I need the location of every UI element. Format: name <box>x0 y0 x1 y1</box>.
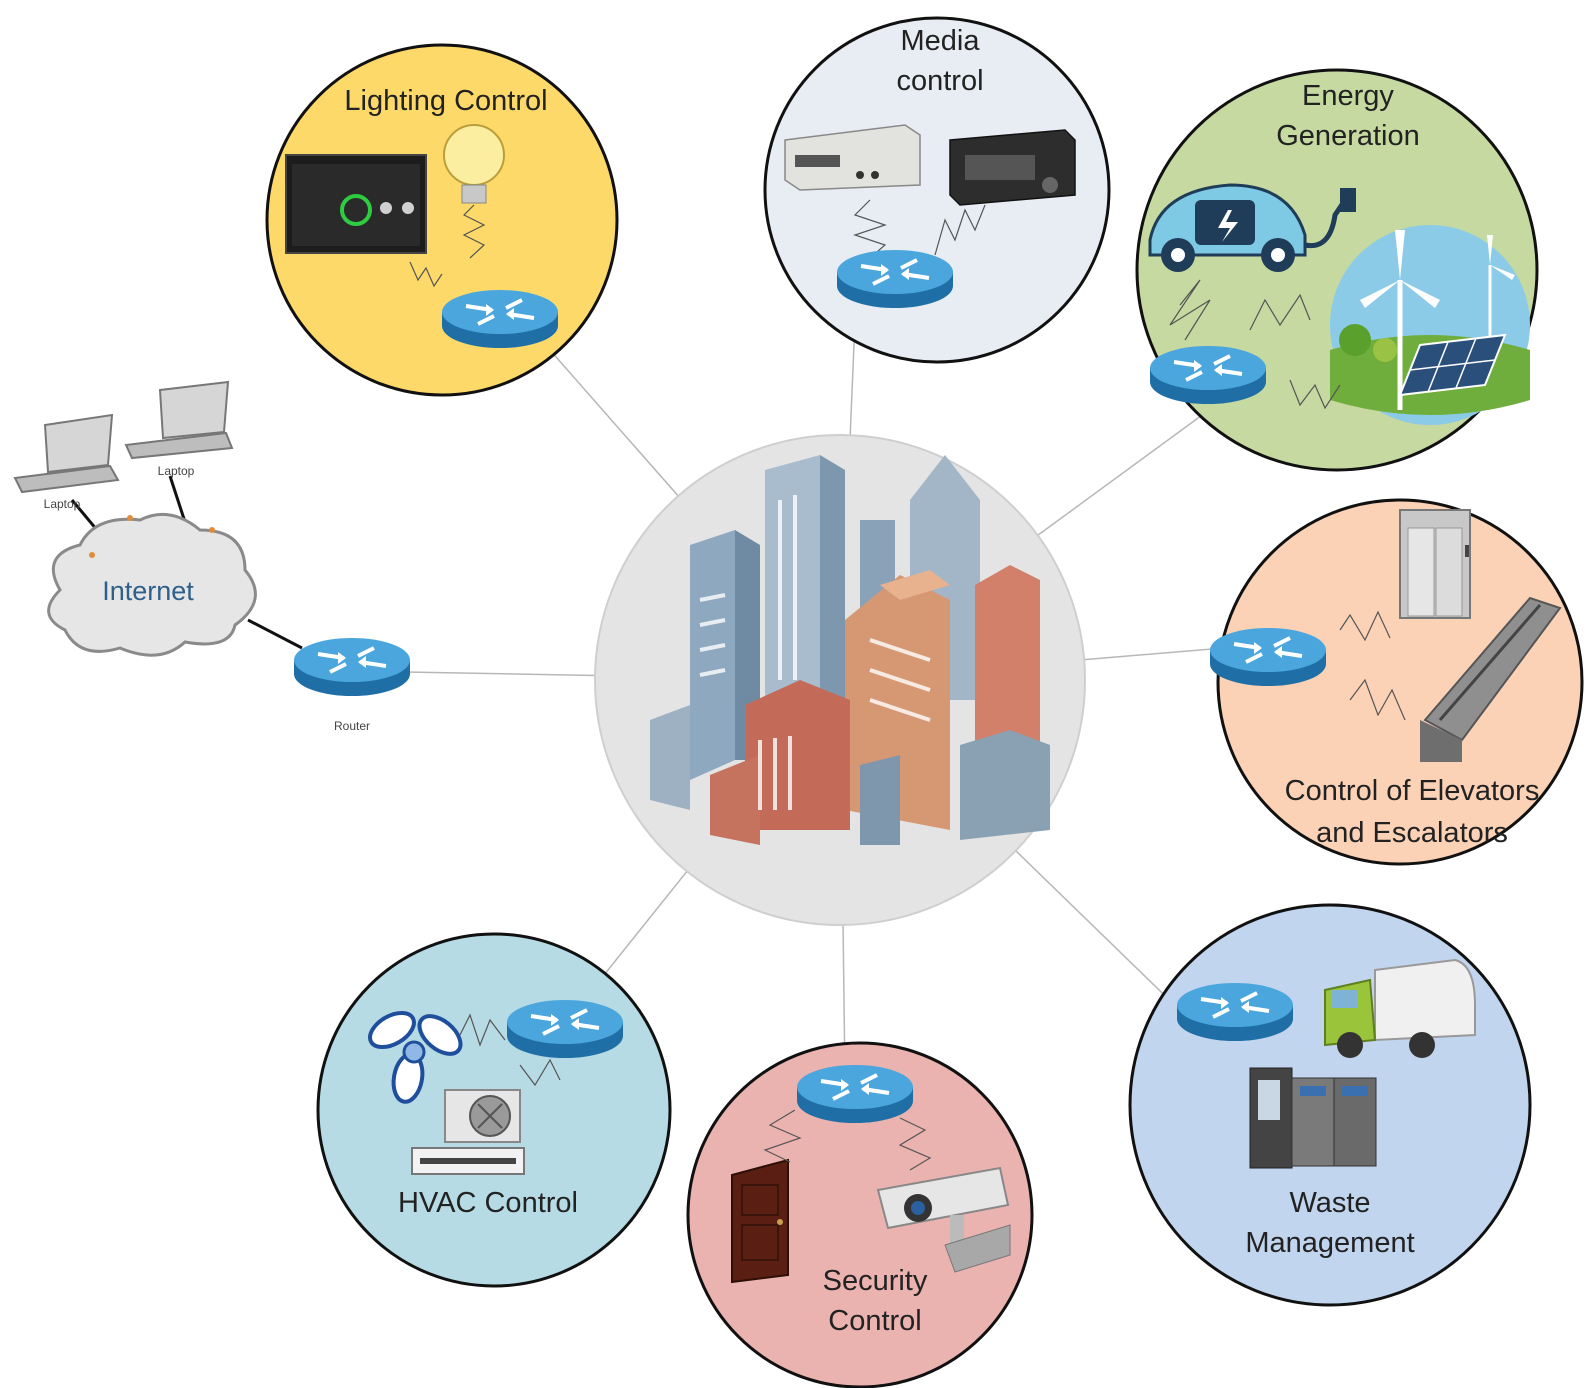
router-icon <box>795 1063 915 1125</box>
media-label-line2: control <box>896 65 983 97</box>
lighting-label: Lighting Control <box>344 85 547 117</box>
recycling-kiosk-icon <box>1249 1067 1377 1169</box>
router-icon <box>1175 981 1295 1043</box>
center-city <box>594 434 1086 926</box>
node-energy: Energy Generation <box>1135 68 1539 472</box>
laptop-label-2: Laptop <box>158 464 195 478</box>
elevator-icon <box>1399 509 1471 619</box>
energy-label-line1: Energy <box>1302 80 1394 112</box>
energy-label-line2: Generation <box>1276 120 1420 152</box>
laptop-icon <box>124 380 234 460</box>
electric-car-icon <box>1148 183 1356 272</box>
touch-panel-icon <box>285 154 427 254</box>
router-label: Router <box>334 719 370 733</box>
elevators-label-line2: and Escalators <box>1316 817 1508 849</box>
security-circle <box>686 1041 1034 1388</box>
router-icon <box>1208 626 1328 688</box>
node-waste: Waste Management <box>1128 903 1532 1307</box>
node-elevators: Control of Elevators and Escalators <box>1208 498 1584 866</box>
router-icon <box>292 636 412 698</box>
door-icon <box>731 1158 789 1284</box>
internet-label: Internet <box>102 576 194 606</box>
security-label-line2: Control <box>828 1305 922 1337</box>
router-icon <box>1148 344 1268 406</box>
hvac-label: HVAC Control <box>398 1187 578 1219</box>
light-bulb-icon <box>443 124 505 259</box>
laptop-label-1: Laptop <box>44 497 81 511</box>
city-buildings-icon <box>650 455 1050 845</box>
node-media: Media control <box>763 16 1111 364</box>
elevators-circle <box>1216 498 1584 866</box>
laptop-icon <box>13 413 120 494</box>
node-security: Security Control <box>686 1041 1034 1388</box>
video-recorder-icon <box>784 124 921 191</box>
media-deck-icon <box>949 129 1076 206</box>
solar-panel-icon <box>1339 324 1507 397</box>
escalator-icon <box>1420 596 1562 762</box>
garbage-truck-icon <box>1324 958 1476 1058</box>
security-camera-icon <box>876 1166 1011 1273</box>
router-icon <box>440 288 560 350</box>
router-icon <box>835 248 955 310</box>
cloud-icon <box>47 512 257 657</box>
internet-cluster: Laptop Laptop Internet Router <box>13 380 412 733</box>
elevators-label-line1: Control of Elevators <box>1285 775 1540 807</box>
node-hvac: HVAC Control <box>316 932 672 1288</box>
waste-label-line1: Waste <box>1289 1187 1370 1219</box>
node-lighting: Lighting Control <box>265 43 619 397</box>
waste-label-line2: Management <box>1245 1227 1414 1259</box>
fan-icon <box>368 1010 463 1104</box>
media-label-line1: Media <box>901 25 981 57</box>
security-label-line1: Security <box>823 1265 928 1297</box>
air-conditioner-icon <box>411 1089 525 1175</box>
router-icon <box>505 998 625 1060</box>
